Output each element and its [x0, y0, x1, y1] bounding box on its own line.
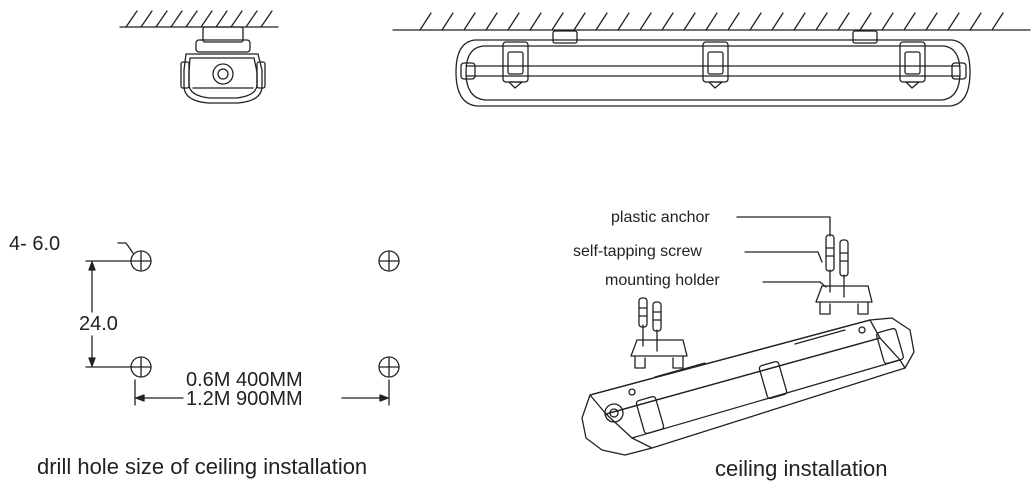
vertical-spacing-label: 24.0	[79, 313, 118, 335]
drill-hole-top-left	[130, 250, 152, 272]
drill-hole-bottom-left	[130, 356, 152, 378]
self-tapping-screw-label: self-tapping screw	[573, 243, 702, 260]
mounting-holder-right	[815, 234, 873, 315]
horizontal-dimension-line	[134, 379, 390, 406]
drill-hole-bottom-right	[378, 356, 400, 378]
drill-hole-top-right	[378, 250, 400, 272]
drill-diagram-caption: drill hole size of ceiling installation	[37, 454, 368, 479]
mounting-holder-left	[630, 297, 688, 369]
long-spacing-label: 1.2M 900MM	[186, 388, 303, 410]
mounting-holder-label: mounting holder	[605, 272, 720, 289]
hole-spec-leader	[117, 242, 134, 254]
callout-leaders	[736, 216, 831, 288]
short-spacing-label: 0.6M 400MM	[186, 369, 303, 391]
fixture-side-view	[455, 30, 971, 107]
ceiling-hatch-right	[392, 12, 1031, 31]
vertical-dimension-line	[85, 260, 131, 368]
fixture-isometric	[581, 317, 915, 456]
plastic-anchor-label: plastic anchor	[611, 209, 710, 226]
fixture-end-view	[180, 26, 266, 104]
ceiling-hatch-left	[119, 10, 279, 28]
hole-spec-label: 4- 6.0	[9, 233, 61, 255]
ceiling-diagram-caption: ceiling installation	[715, 456, 888, 481]
